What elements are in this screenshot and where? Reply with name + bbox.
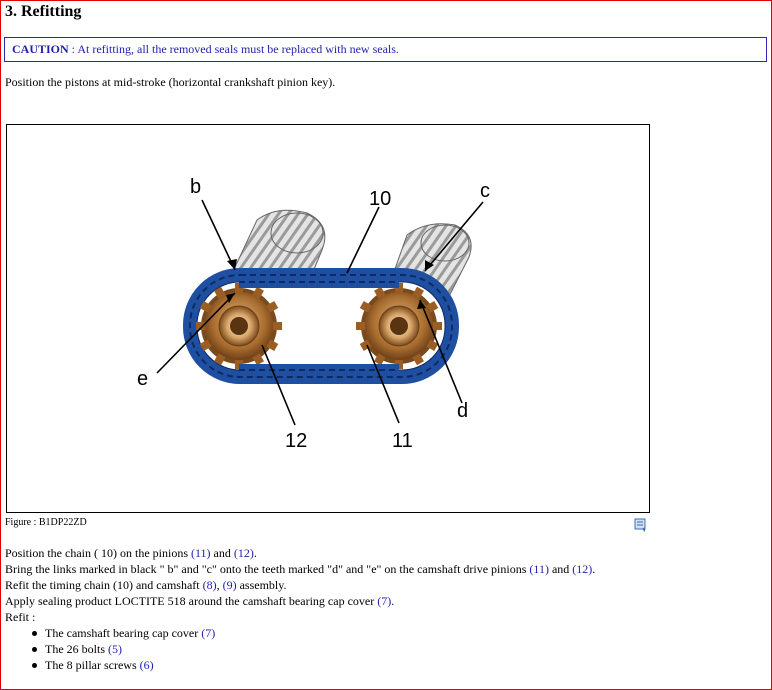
caution-box: CAUTION : At refitting, all the removed … — [4, 37, 767, 62]
caution-text: : At refitting, all the removed seals mu… — [68, 42, 399, 56]
intro-text: Position the pistons at mid-stroke (hori… — [5, 75, 336, 89]
leader-10 — [346, 206, 380, 274]
label-12: 12 — [285, 430, 307, 452]
refit-label: Refit : — [5, 610, 36, 624]
list-item: The 8 pillar screws (6) — [31, 657, 215, 673]
instruction-3: Refit the timing chain (10) and camshaft… — [5, 578, 287, 592]
label-c: c — [480, 180, 490, 202]
instruction-lines: Position the chain ( 10) on the pinions … — [5, 545, 595, 625]
leader-12 — [261, 344, 296, 426]
ref-link[interactable]: (6) — [139, 658, 154, 672]
label-11: 11 — [392, 430, 413, 452]
ref-link[interactable]: (5) — [108, 642, 122, 656]
timing-chain-diagram: b c 10 e d 12 11 — [137, 176, 490, 452]
leader-b — [201, 199, 236, 271]
leader-e — [156, 292, 236, 374]
leader-11 — [366, 344, 400, 424]
list-item: The camshaft bearing cap cover (7) — [31, 625, 215, 641]
leader-d — [419, 299, 463, 404]
instruction-4: Apply sealing product LOCTITE 518 around… — [5, 594, 395, 608]
list-item: The 26 bolts (5) — [31, 641, 215, 657]
ref-link[interactable]: (12) — [572, 562, 593, 576]
leader-c — [424, 201, 484, 272]
ref-link[interactable]: (7) — [377, 594, 392, 608]
figure-image: b c 10 e d 12 11 — [6, 124, 650, 513]
caution-label: CAUTION — [12, 42, 69, 56]
print-icon[interactable] — [632, 516, 648, 532]
ref-link[interactable]: (11) — [529, 562, 549, 576]
ref-link[interactable]: (12) — [233, 546, 254, 560]
instruction-1: Position the chain ( 10) on the pinions … — [5, 546, 257, 560]
refit-list: The camshaft bearing cap cover (7) The 2… — [31, 625, 215, 673]
ref-link[interactable]: (7) — [201, 626, 216, 640]
label-b: b — [190, 176, 201, 198]
ref-link[interactable]: (11) — [190, 546, 211, 560]
label-d: d — [457, 400, 468, 422]
figure-caption: Figure : B1DP22ZD — [5, 517, 87, 528]
label-10: 10 — [369, 188, 391, 210]
instruction-2: Bring the links marked in black " b" and… — [5, 562, 596, 576]
ref-link[interactable]: (9) — [222, 578, 237, 592]
section-title: 3. Refitting — [5, 3, 82, 20]
ref-link[interactable]: (8) — [202, 578, 217, 592]
label-e: e — [137, 368, 148, 390]
